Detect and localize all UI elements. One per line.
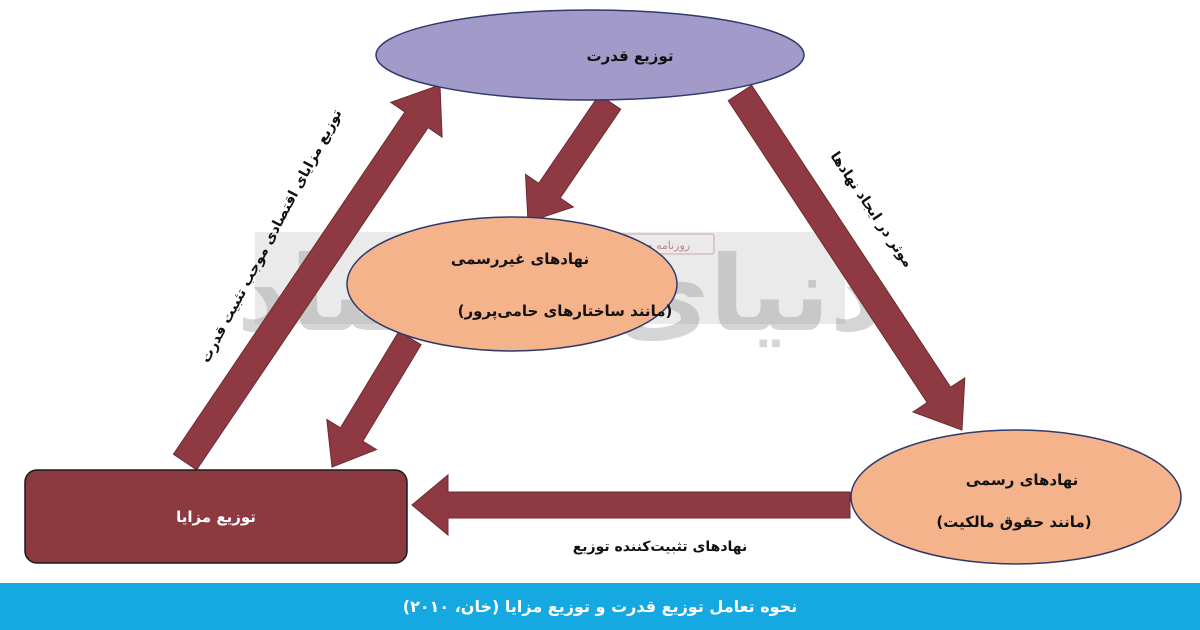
- arrow-formal-to-benefits: [411, 473, 851, 537]
- node-formal-sublabel: (مانند حقوق مالکیت): [936, 513, 1091, 531]
- node-informal-shape: [346, 216, 678, 352]
- node-benefits: توزیع مزایا: [24, 469, 408, 564]
- node-formal-label: نهادهای رسمی: [966, 471, 1079, 489]
- arrow-benefits-to-power: [172, 84, 443, 471]
- node-power-label: توزیع قدرت: [587, 47, 674, 65]
- edge-label-formal-to-benefits: نهادهای تثبیت‌کننده توزیع: [573, 539, 748, 555]
- node-power: توزیع قدرت: [375, 9, 805, 101]
- caption-bar: نحوه تعامل توزیع قدرت و توزیع مزایا (خان…: [0, 583, 1200, 630]
- node-benefits-label: توزیع مزایا: [176, 508, 256, 526]
- node-power-shape: [375, 9, 805, 101]
- node-informal-label: نهادهای غیررسمی: [451, 250, 589, 268]
- arrow-informal-to-benefits: [326, 330, 422, 468]
- arrows-layer: [172, 84, 966, 537]
- node-formal-institutions: نهادهای رسمی (مانند حقوق مالکیت): [850, 429, 1182, 565]
- node-formal-shape: [850, 429, 1182, 565]
- caption-text: نحوه تعامل توزیع قدرت و توزیع مزایا (خان…: [402, 597, 798, 616]
- node-benefits-shape: [24, 469, 408, 564]
- node-informal-sublabel: (مانند ساختارهای حامی‌پرور): [458, 302, 673, 321]
- node-informal-institutions: نهادهای غیررسمی (مانند ساختارهای حامی‌پر…: [346, 216, 678, 352]
- arrow-power-to-formal: [727, 84, 966, 431]
- arrow-power-to-informal: [524, 94, 622, 223]
